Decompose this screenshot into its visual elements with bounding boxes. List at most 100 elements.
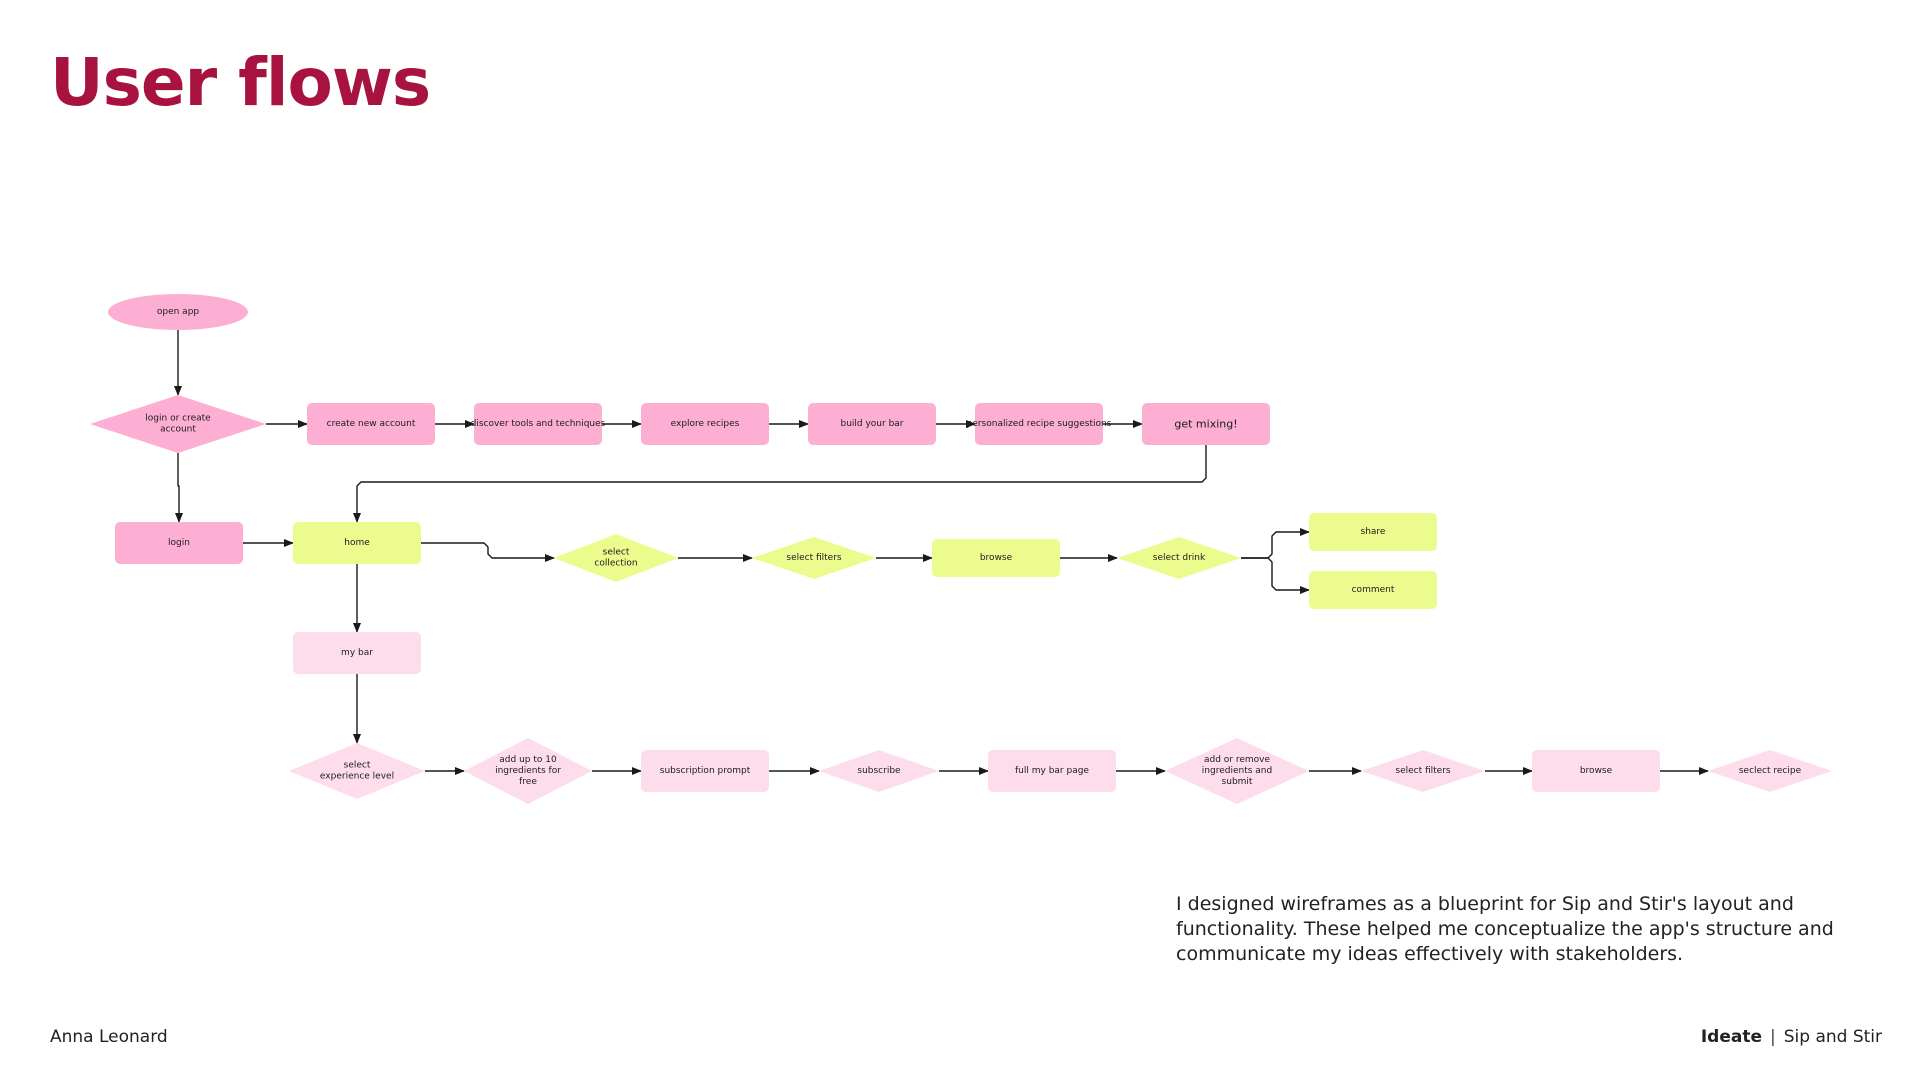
flow-node-comment: comment: [1309, 571, 1437, 609]
flow-node-open-app: open app: [108, 294, 248, 330]
flow-node-home: home: [293, 522, 421, 564]
footer-breadcrumb: Ideate | Sip and Stir: [1701, 1027, 1882, 1047]
flow-node-label: login: [168, 538, 190, 548]
flow-node-label: login or create: [145, 414, 211, 424]
author-name: Anna Leonard: [50, 1027, 168, 1047]
flow-node-label: select drink: [1153, 553, 1206, 563]
flow-node-label: add up to 10: [499, 755, 557, 765]
flow-node-label: full my bar page: [1015, 766, 1089, 776]
flow-node-label: home: [344, 538, 370, 548]
flow-node-label: build your bar: [840, 419, 903, 429]
flow-edge-get-mixing-to-home: [353, 445, 1207, 523]
flow-node-label: add or remove: [1204, 755, 1271, 765]
flow-node-shape: [108, 294, 248, 330]
flow-node-shape: [474, 403, 602, 445]
flow-node-shape: [293, 632, 421, 674]
flow-node-label: personalized recipe suggestions: [967, 419, 1112, 429]
flow-node-label: ingredients and: [1202, 766, 1272, 776]
flow-node-shape: [90, 395, 266, 453]
flow-node-create-new-account: create new account: [307, 403, 435, 445]
edges-layer: [174, 330, 1709, 775]
flow-node-shape: [752, 537, 876, 579]
flow-edge-select-drink-to-share: [1241, 528, 1310, 559]
flow-node-shape: [1165, 738, 1309, 804]
flow-node-my-bar: my bar: [293, 632, 421, 674]
flow-node-label: select: [603, 548, 630, 558]
flow-node-shape: [641, 403, 769, 445]
description-text: I designed wireframes as a blueprint for…: [1176, 893, 1834, 965]
flow-node-shape: [1708, 750, 1832, 792]
flow-node-shape: [932, 539, 1060, 577]
flow-node-shape: [1309, 571, 1437, 609]
flow-node-shape: [1142, 403, 1270, 445]
flow-node-shape: [808, 403, 936, 445]
flow-node-shape: [289, 743, 425, 799]
flow-edge-select-drink-to-comment: [1241, 557, 1310, 594]
flow-node-login: login: [115, 522, 243, 564]
flow-node-shape: [819, 750, 939, 792]
flow-node-shape: [1532, 750, 1660, 792]
flow-node-share: share: [1309, 513, 1437, 551]
flow-node-shape: [641, 750, 769, 792]
flow-node-label: my bar: [341, 648, 373, 658]
flow-node-browse-1: browse: [932, 539, 1060, 577]
flow-node-browse-2: browse: [1532, 750, 1660, 792]
flow-edge-home-to-select-collection: [421, 542, 555, 562]
flow-node-label: ingredients for: [495, 766, 561, 776]
flow-node-label: collection: [594, 559, 637, 569]
flow-node-label: comment: [1352, 585, 1395, 595]
flow-node-shape: [1309, 513, 1437, 551]
flow-node-shape: [115, 522, 243, 564]
flow-node-shape: [464, 738, 592, 804]
flow-node-build-your-bar: build your bar: [808, 403, 936, 445]
flow-node-shape: [1117, 537, 1241, 579]
footer-separator: |: [1770, 1027, 1776, 1047]
flow-node-select-recipe: seclect recipe: [1708, 750, 1832, 792]
flow-node-label: select filters: [1395, 766, 1451, 776]
flow-edge-login-or-create-to-login: [175, 453, 183, 523]
flow-node-label: experience level: [320, 772, 394, 782]
flow-node-label: account: [160, 425, 196, 435]
flow-node-select-drink: select drink: [1117, 537, 1241, 579]
flow-node-select-filters-2: select filters: [1361, 750, 1485, 792]
flow-node-shape: [1361, 750, 1485, 792]
page-title: User flows: [50, 44, 431, 121]
flow-node-personalized-suggestions: personalized recipe suggestions: [967, 403, 1112, 445]
flow-node-label: open app: [157, 307, 200, 317]
project-name: Sip and Stir: [1783, 1027, 1882, 1047]
flow-node-label: submit: [1222, 777, 1253, 787]
flow-node-shape: [307, 403, 435, 445]
section-label: Ideate: [1700, 1027, 1762, 1047]
flow-node-label: select: [344, 761, 371, 771]
flow-node-label: explore recipes: [671, 419, 740, 429]
flow-node-shape: [554, 534, 678, 582]
flow-node-label: browse: [1580, 766, 1613, 776]
flow-node-explore-recipes: explore recipes: [641, 403, 769, 445]
flow-node-label: free: [519, 777, 537, 787]
flow-node-select-filters-1: select filters: [752, 537, 876, 579]
flow-node-label: seclect recipe: [1739, 766, 1802, 776]
flow-node-label: subscribe: [857, 766, 901, 776]
flow-node-shape: [975, 403, 1103, 445]
flow-node-label: subscription prompt: [660, 766, 751, 776]
flow-node-get-mixing: get mixing!: [1142, 403, 1270, 445]
flow-node-shape: [988, 750, 1116, 792]
flow-node-label: create new account: [327, 419, 416, 429]
flow-node-discover-tools: discover tools and techniques: [471, 403, 606, 445]
flow-node-label: discover tools and techniques: [471, 419, 606, 429]
flow-node-subscription-prompt: subscription prompt: [641, 750, 769, 792]
flow-node-full-my-bar: full my bar page: [988, 750, 1116, 792]
flow-node-label: browse: [980, 553, 1013, 563]
flow-node-label: get mixing!: [1174, 418, 1237, 431]
flow-node-label: share: [1361, 527, 1386, 537]
flow-node-subscribe: subscribe: [819, 750, 939, 792]
flow-node-label: select filters: [786, 553, 842, 563]
flow-node-shape: [293, 522, 421, 564]
